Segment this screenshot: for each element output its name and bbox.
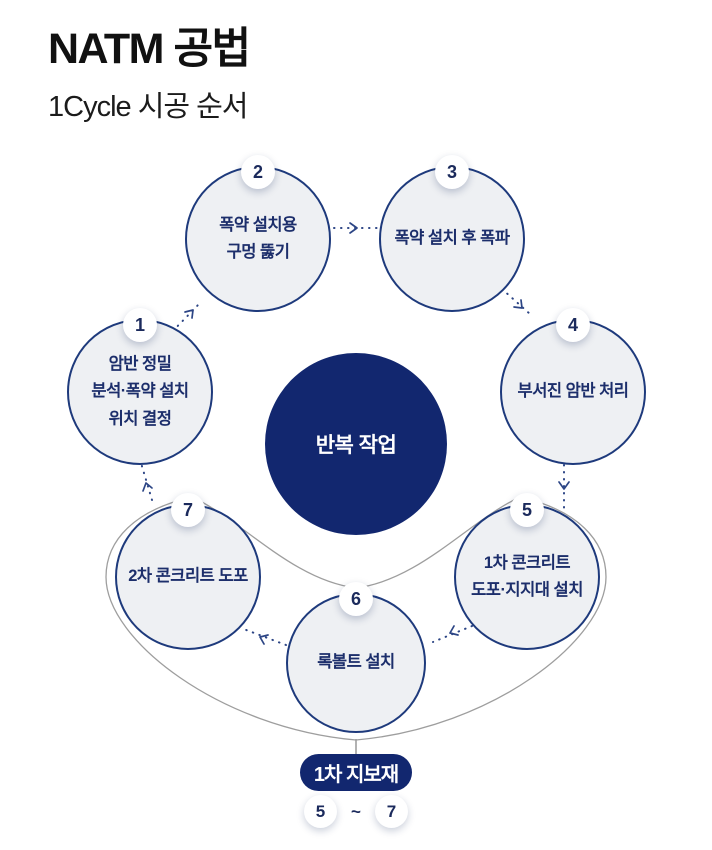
step-label-3: 폭약 설치 후 폭파 — [394, 229, 510, 248]
page-subtitle: 1Cycle 시공 순서 — [48, 91, 248, 124]
step-number-badge-5: 5 — [510, 493, 544, 527]
step-circle-4: 4 부서진 암반 처리 — [500, 308, 646, 465]
step-number-badge-4: 4 — [556, 308, 590, 342]
step-label-5: 1차 콘크리트 도포·지지대 설치 — [471, 553, 583, 599]
page-title: NATM 공법 — [48, 25, 251, 73]
step-number-badge-3: 3 — [435, 155, 469, 189]
step-label-4: 부서진 암반 처리 — [517, 382, 629, 401]
arrowhead-4-to-5-icon — [558, 481, 570, 490]
arrowhead-7-to-1-icon — [142, 482, 153, 492]
arrowhead-2-to-3-icon — [349, 222, 358, 234]
step-number-badge-6: 6 — [339, 582, 373, 616]
arrow-3-to-4 — [501, 288, 531, 315]
step-label-2: 폭약 설치용 구멍 뚫기 — [219, 215, 297, 261]
step-number-badge-7: 7 — [171, 493, 205, 527]
arrowhead-1-to-2-icon — [184, 309, 194, 319]
range-end-badge: 7 — [375, 795, 408, 828]
step-label-6: 록볼트 설치 — [317, 653, 395, 672]
arrowhead-5-to-6-icon — [449, 625, 459, 636]
step-circle-6: 6 록볼트 설치 — [286, 582, 426, 733]
step-circle-1: 1 암반 정밀 분석·폭약 설치 위치 결정 — [67, 308, 213, 465]
step-circle-3: 3 폭약 설치 후 폭파 — [379, 155, 525, 312]
step-circle-2: 2 폭약 설치용 구멍 뚫기 — [185, 155, 331, 312]
step-number-badge-1: 1 — [123, 308, 157, 342]
diagram-header: NATM 공법 1Cycle 시공 순서 — [48, 25, 251, 125]
range-start-badge: 5 — [304, 795, 337, 828]
arrow-6-to-7 — [240, 627, 287, 646]
step-circle-7: 7 2차 콘크리트 도포 — [115, 493, 261, 650]
step-label-7: 2차 콘크리트 도포 — [128, 567, 248, 586]
step-circle-5: 5 1차 콘크리트 도포·지지대 설치 — [454, 493, 600, 650]
arrow-7-to-1 — [140, 462, 153, 501]
support-step-range: 5 ~ 7 — [304, 795, 408, 828]
repeat-cycle-label: 반복 작업 — [315, 434, 397, 457]
step-number-badge-2: 2 — [241, 155, 275, 189]
arrowhead-3-to-4-icon — [513, 299, 523, 309]
step-label-1: 암반 정밀 분석·폭약 설치 위치 결정 — [91, 355, 189, 428]
range-tilde: ~ — [351, 801, 361, 821]
repeat-cycle-circle: 반복 작업 — [265, 353, 447, 535]
primary-support-pill: 1차 지보재 — [300, 754, 412, 791]
arrowhead-6-to-7-icon — [259, 634, 269, 645]
